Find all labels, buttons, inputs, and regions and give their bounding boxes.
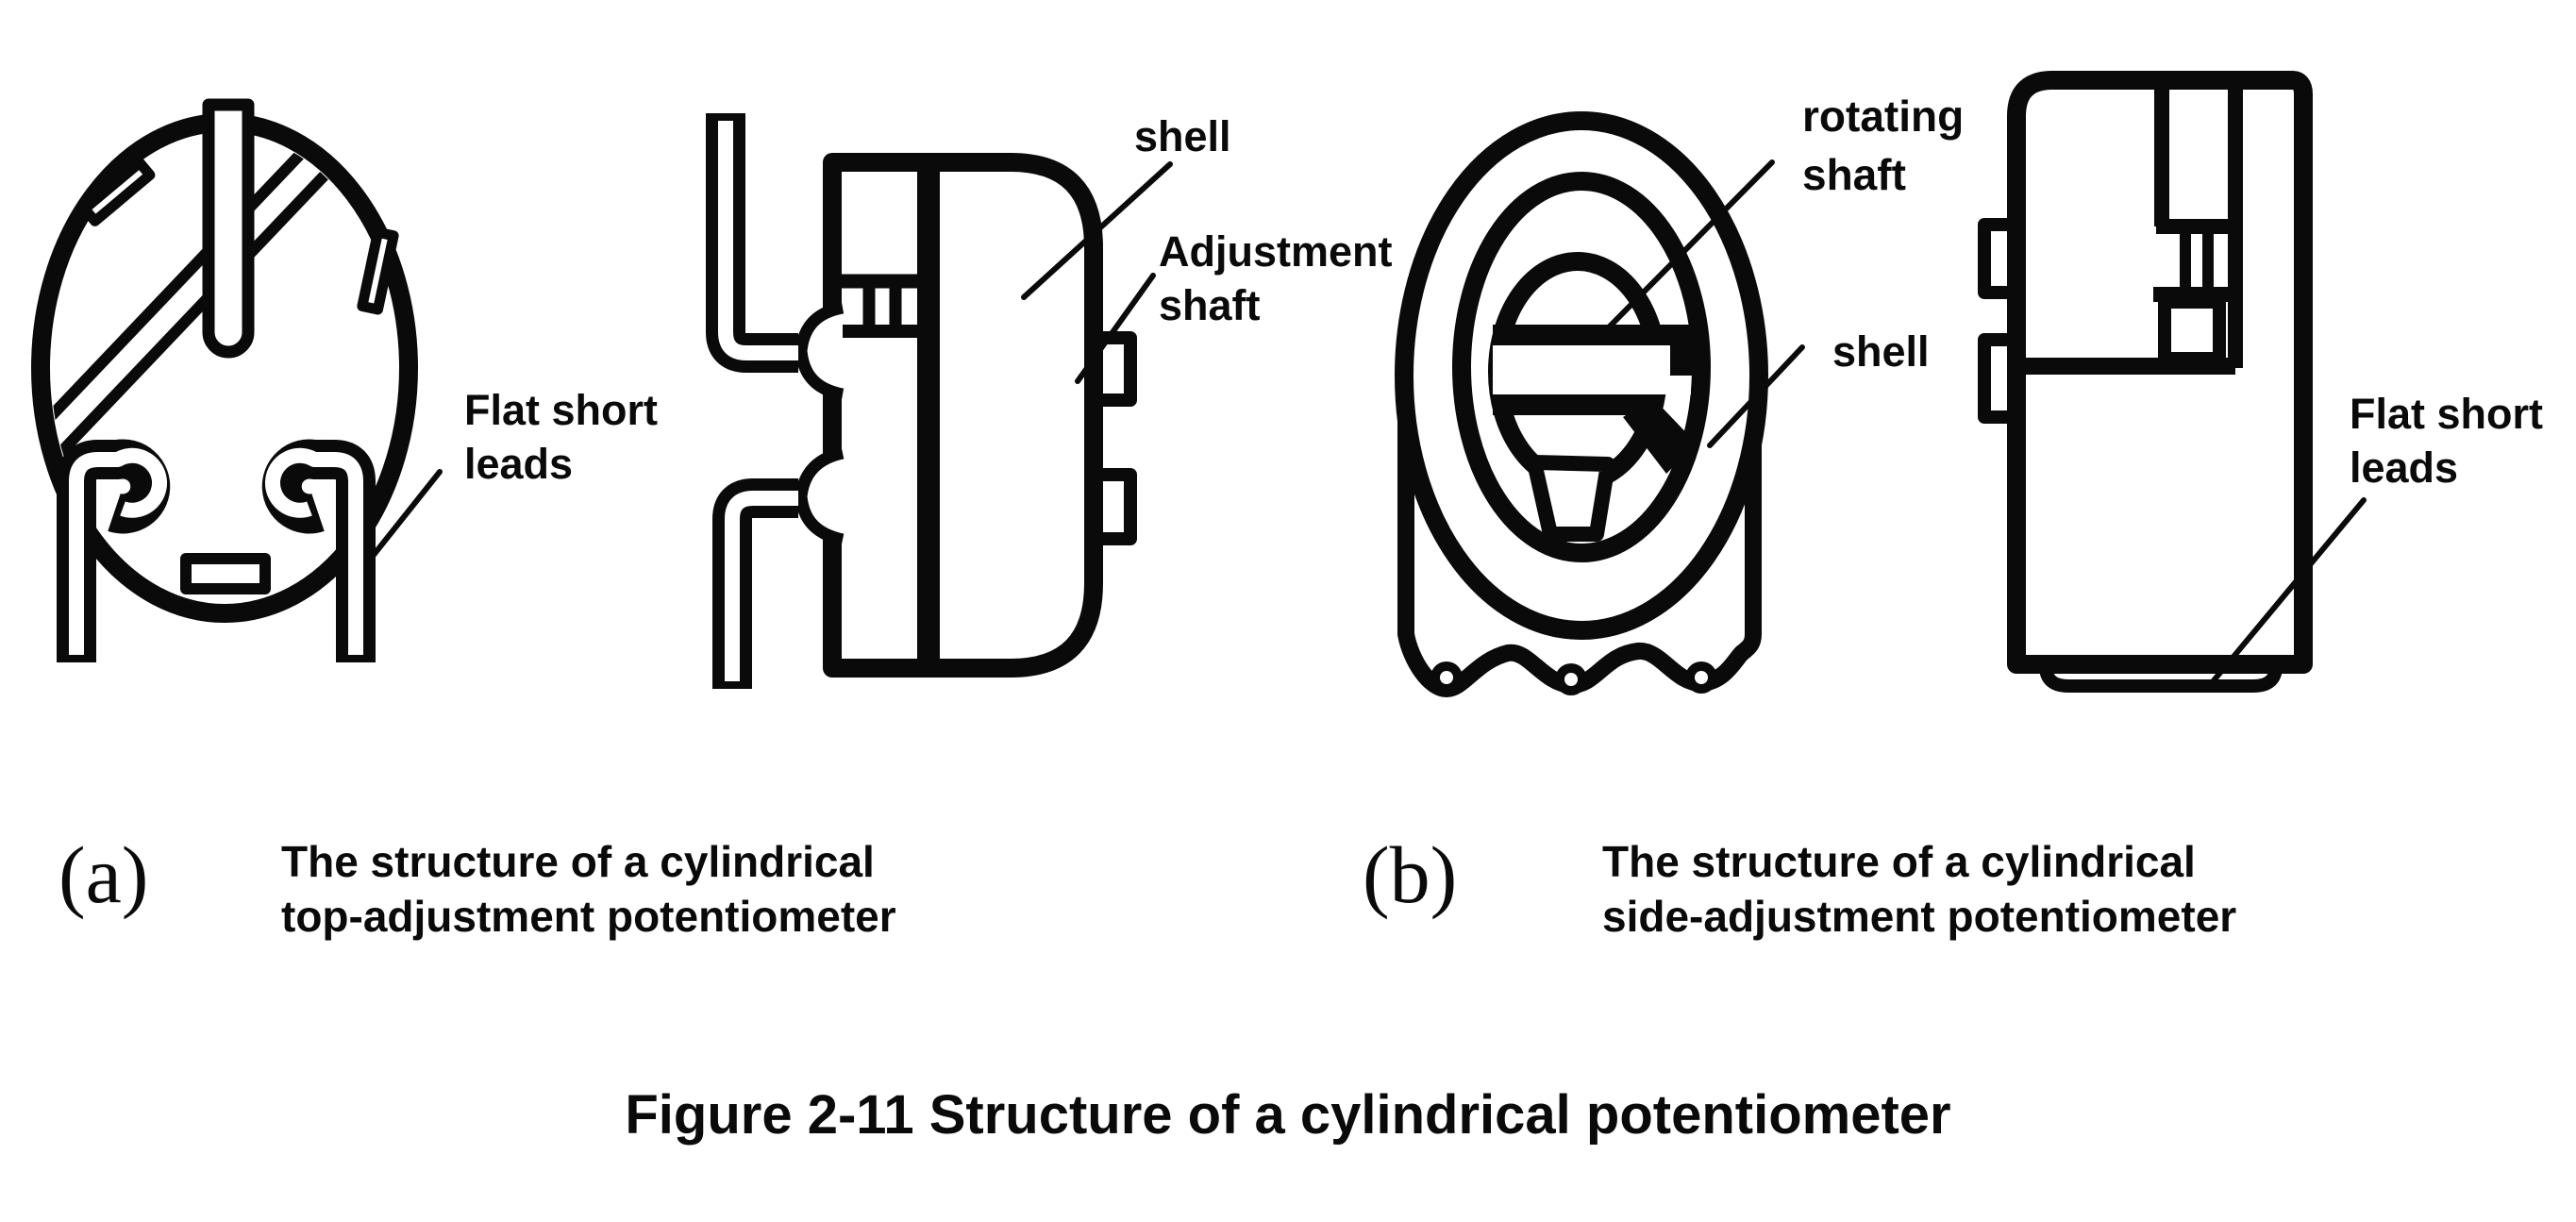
rim-notch-upper-left xyxy=(79,157,156,226)
bent-lead-upper xyxy=(706,113,798,373)
flat-lead-right xyxy=(261,439,376,662)
side-adjustment-side-view xyxy=(1978,71,2367,693)
panel-a-caption: The structure of a cylindrical top-adjus… xyxy=(281,837,896,941)
panel-b-marker: (b) xyxy=(1363,829,1458,920)
flat-lead-left xyxy=(57,439,171,662)
terminal-eyelets xyxy=(1430,661,1717,695)
label-rotating-shaft: rotating shaft xyxy=(1802,92,1965,199)
leader-rotating-shaft xyxy=(1592,159,1775,344)
bottom-notch xyxy=(180,553,271,594)
rotor-slot xyxy=(1493,325,1697,474)
leader-flat-short-leads-a xyxy=(371,469,443,558)
label-flat-short-leads-a: Flat short leads xyxy=(464,386,659,488)
label-adjustment-shaft: Adjustment shaft xyxy=(1159,227,1393,329)
top-adjustment-side-view xyxy=(706,113,1173,689)
rim-notch-right xyxy=(357,226,399,315)
keyway-notch xyxy=(1527,455,1615,542)
bell-upper xyxy=(795,301,845,401)
panel-b-caption: The structure of a cylindrical side-adju… xyxy=(1602,837,2237,941)
bell-lower xyxy=(795,446,845,546)
side-adjustment-front-view xyxy=(1395,111,1805,697)
shell-body xyxy=(823,153,1103,678)
shaft-box xyxy=(2158,295,2226,365)
label-flat-short-leads-b: Flat short leads xyxy=(2350,390,2544,492)
leader-adjustment-shaft xyxy=(1075,273,1156,384)
leader-shell-b xyxy=(1707,344,1805,448)
panel-a-marker: (a) xyxy=(59,829,149,920)
top-adjustment-front-view xyxy=(31,98,443,662)
figure-title: Figure 2-11 Structure of a cylindrical p… xyxy=(625,1084,1951,1146)
label-shell-a: shell xyxy=(1134,112,1231,160)
leader-flat-short-leads-b xyxy=(2207,497,2367,688)
bent-lead-lower xyxy=(712,478,798,689)
screwdriver-slot xyxy=(202,98,255,359)
leader-shell-a xyxy=(1021,161,1173,300)
label-shell-b: shell xyxy=(1832,327,1930,376)
